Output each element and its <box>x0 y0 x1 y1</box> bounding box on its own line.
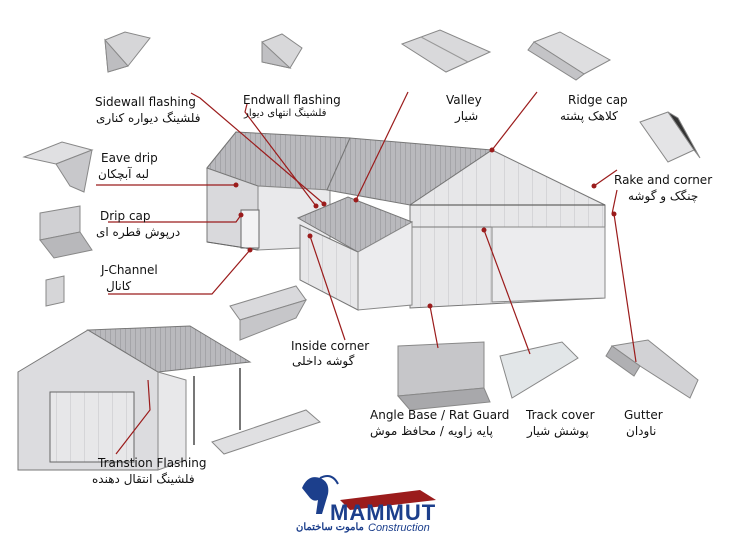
door <box>240 209 260 249</box>
leader-gutter <box>613 213 637 363</box>
label-ridge-fa: کلاهک پشته <box>560 109 618 123</box>
leader-valley <box>355 91 409 201</box>
label-transition-fa: فلشینگ انتقال دهنده <box>92 472 195 486</box>
leader-endwall <box>244 103 317 207</box>
logo-fa: ماموت ساختمان <box>296 522 364 533</box>
annex-front-wall <box>357 221 413 311</box>
label-transition-en: Transtion Flashing <box>98 456 207 470</box>
garage-roof <box>86 325 252 373</box>
label-dripcap-en: Drip cap <box>100 209 151 223</box>
mammoth-logo-icon <box>302 475 339 514</box>
leader-sidewall <box>190 92 325 205</box>
leader-jchannel <box>108 249 251 295</box>
label-eave-en: Eave drip <box>101 151 158 165</box>
leader-inside <box>309 235 346 341</box>
leader-angle <box>429 305 439 349</box>
garage-building <box>17 325 252 471</box>
label-valley-en: Valley <box>446 93 482 107</box>
flashing-profiles <box>22 29 701 455</box>
label-endwall-en: Endwall flashing <box>243 93 341 107</box>
label-dripcap-fa: درپوش قطره ای <box>96 225 181 239</box>
label-gutter-en: Gutter <box>624 408 663 422</box>
label-inside-en: Inside corner <box>291 339 370 353</box>
leader-transition <box>115 379 151 455</box>
label-gutter-fa: ناودان <box>626 424 657 438</box>
label-angle-fa: پایه زاویه / محافظ موش <box>370 424 493 438</box>
label-rake-en: Rake and corner <box>614 173 713 187</box>
profile-jchannel <box>45 275 65 307</box>
leader-ridge <box>491 91 538 151</box>
profile-angle <box>397 341 485 397</box>
label-sidewall-fa: فلشینگ دیواره کناری <box>96 111 201 125</box>
label-valley-fa: شیار <box>455 109 479 123</box>
label-angle-en: Angle Base / Rat Guard <box>370 408 510 422</box>
profile-valley <box>400 29 492 73</box>
logo-roof-accent <box>340 490 436 510</box>
extension-wall <box>491 226 606 303</box>
leader-rake2 <box>611 189 618 215</box>
leader-lines <box>96 91 637 455</box>
label-inside-fa: گوشه داخلی <box>292 354 355 368</box>
main-building <box>206 131 606 311</box>
leader-track <box>483 229 531 355</box>
label-track-fa: پوشش شیار <box>527 424 589 438</box>
label-track-en: Track cover <box>526 408 595 422</box>
label-eave-fa: لبه آبچکان <box>98 167 150 181</box>
logo-name: MAMMUT <box>330 500 437 525</box>
profile-track <box>499 341 579 399</box>
label-jchannel-fa: کانال <box>106 279 132 293</box>
leader-rake <box>593 169 618 187</box>
label-ridge-en: Ridge cap <box>568 93 628 107</box>
label-sidewall-en: Sidewall flashing <box>95 95 196 109</box>
garage-door <box>49 391 135 463</box>
profile-transition <box>211 409 321 455</box>
logo-sub: Construction <box>368 522 430 534</box>
leader-dripcap <box>108 214 242 223</box>
label-rake-fa: چنگک و گوشه <box>628 189 699 203</box>
leader-dots <box>233 147 617 309</box>
label-jchannel-en: J-Channel <box>101 263 158 277</box>
garage-side <box>157 371 187 471</box>
label-endwall-fa: فلشینگ انتهای دیوار <box>244 108 327 119</box>
